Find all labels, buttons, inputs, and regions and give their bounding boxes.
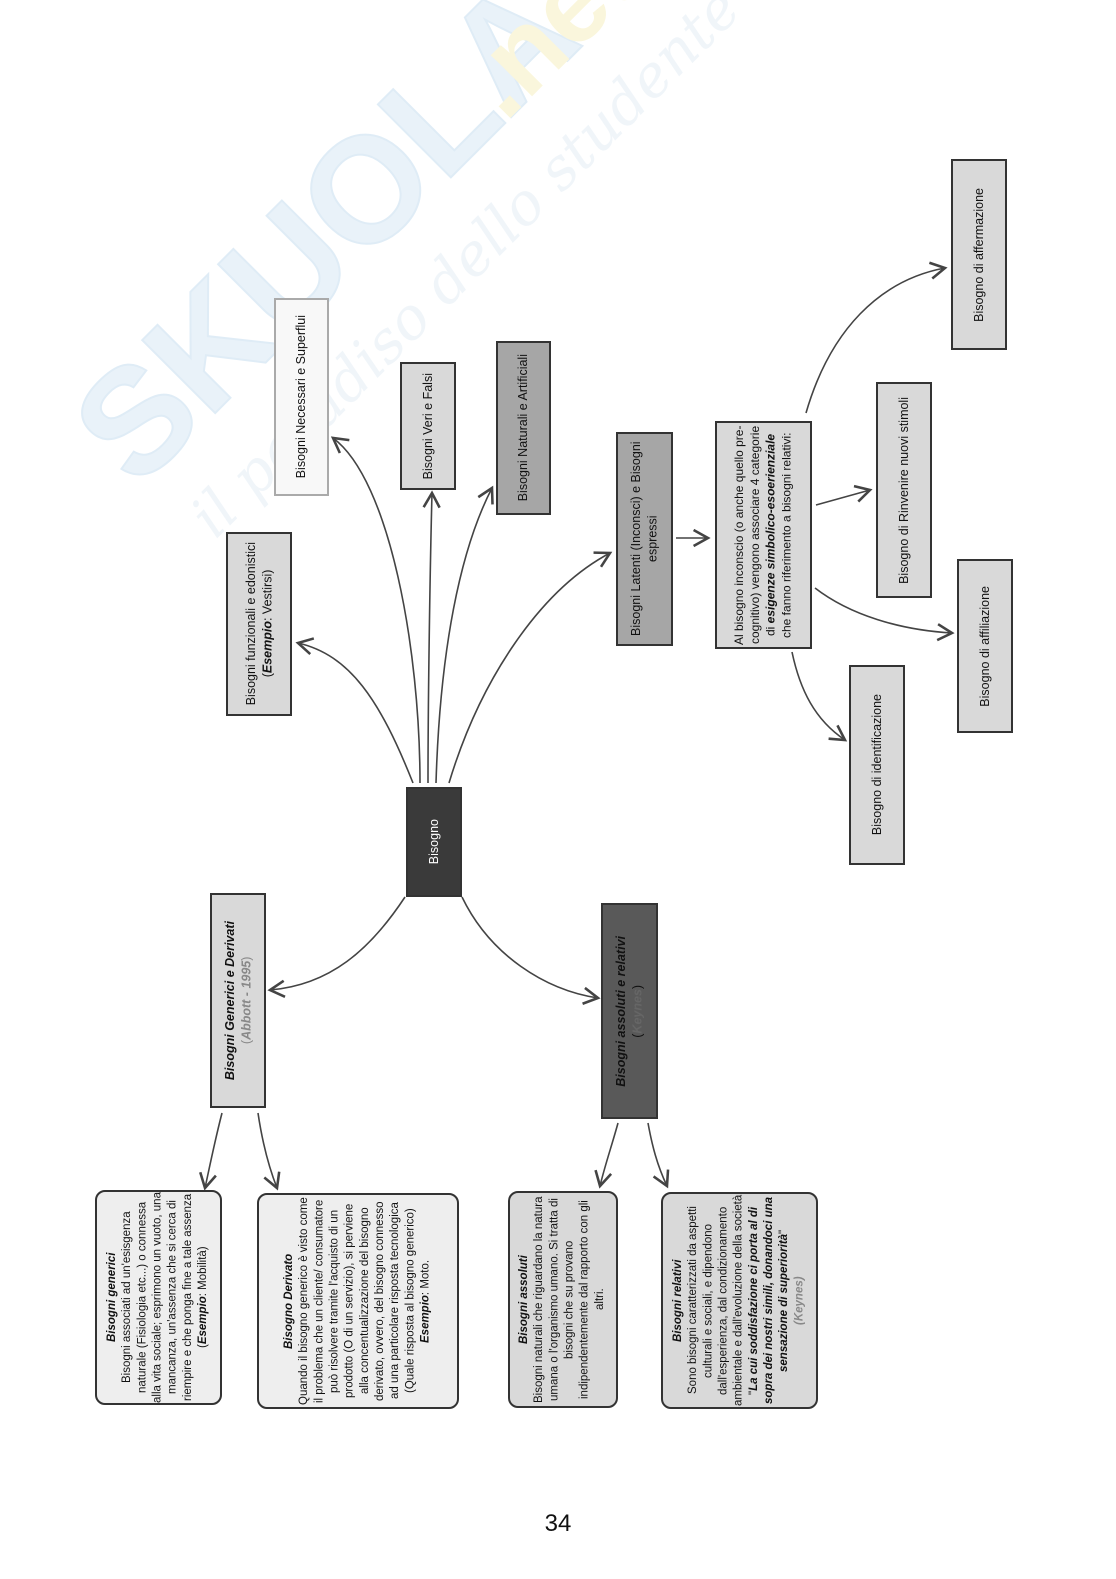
arrow-inconscio-affermazione	[805, 261, 948, 414]
arrow-root-generici-derivati	[267, 896, 406, 998]
assoluti-relativi-title: Bisogni assoluti e relativi	[614, 935, 628, 1087]
root-node-bisogno[interactable]: Bisogno	[406, 787, 462, 897]
node-bisogni-relativi[interactable]: Bisogni relativi Sono bisogni caratteriz…	[661, 1192, 818, 1409]
funzionali-label: Bisogni funzionali e edonistici	[243, 542, 258, 706]
generici-derivati-title: Bisogni Generici e Derivati	[222, 920, 237, 1081]
arrow-root-assoluti-relativi	[461, 896, 601, 1005]
generici-example-label: Esempio	[197, 1296, 210, 1345]
node-identificazione[interactable]: Bisogno di identificazione	[849, 665, 905, 865]
arrow-gd-derivato	[257, 1112, 281, 1191]
arrow-inconscio-stimoli	[815, 484, 873, 506]
arrow-root-necessari	[330, 436, 421, 784]
node-assoluti-relativi[interactable]: Bisogni assoluti e relativi (Keynes)	[601, 903, 658, 1119]
relativi-quote: La cui soddisfazione ci porta al di sopr…	[748, 1196, 791, 1405]
generici-example: : Mobilità)	[197, 1246, 210, 1297]
derivato-example: : Moto.	[419, 1259, 432, 1295]
necessari-label: Bisogni Necessari e Superflui	[294, 315, 309, 479]
inconscio-bold: esigenze simbolico-esoerienziale	[763, 433, 778, 624]
inconscio-text-b: che fanno riferimento a bisogni relativi…	[779, 432, 794, 638]
assoluti-relativi-source: Keynes	[630, 988, 645, 1034]
relativi-author: (Keynes)	[793, 1276, 806, 1325]
funzionali-example-label: Esempio	[260, 621, 274, 674]
node-veri-falsi[interactable]: Bisogni Veri e Falsi	[400, 362, 456, 490]
node-necessari-superflui[interactable]: Bisogni Necessari e Superflui	[274, 298, 329, 496]
arrow-root-veri	[422, 490, 441, 784]
assoluti-title: Bisogni assoluti	[518, 1255, 531, 1344]
root-label: Bisogno	[426, 819, 441, 865]
node-bisogni-assoluti[interactable]: Bisogni assoluti Bisogni naturali che ri…	[508, 1191, 618, 1408]
assoluti-text: Bisogni naturali che riguardano la natur…	[533, 1196, 607, 1403]
node-generici-derivati[interactable]: Bisogni Generici e Derivati (Abbott - 19…	[210, 893, 266, 1108]
naturali-label: Bisogni Naturali e Artificiali	[516, 354, 531, 502]
generici-title: Bisogni generici	[106, 1252, 119, 1343]
node-naturali-artificiali[interactable]: Bisogni Naturali e Artificiali	[496, 341, 551, 515]
arrow-inconscio-identificazione	[791, 651, 848, 742]
node-bisogno-inconscio[interactable]: Al bisogno inconscio (o anche quello pre…	[715, 421, 812, 649]
arrow-ar-relativi	[647, 1122, 670, 1189]
node-affermazione[interactable]: Bisogno di affermazione	[951, 159, 1007, 350]
funzionali-example: : Vestirsi)	[260, 570, 274, 622]
derivato-title: Bisogno Derivato	[283, 1253, 296, 1349]
arrow-inconscio-affiliazione	[814, 587, 955, 642]
node-bisogno-derivato[interactable]: Bisogno Derivato Quando il bisogno gener…	[257, 1193, 459, 1409]
arrow-ar-assoluti	[594, 1122, 619, 1189]
generici-derivati-source: Abbott - 1995	[239, 960, 253, 1041]
page-number: 34	[544, 1510, 572, 1537]
node-bisogni-generici[interactable]: Bisogni generici Bisogni associati ad un…	[95, 1190, 222, 1405]
affiliazione-label: Bisogno di affiliazione	[977, 585, 992, 707]
derivato-example-label: Esempio	[419, 1294, 432, 1343]
stimoli-label: Bisogno di Rinvenire nuovi stimoli	[896, 396, 911, 584]
identificazione-label: Bisogno di identificazione	[869, 694, 884, 836]
arrow-root-naturali	[435, 485, 494, 784]
arrow-root-latenti	[448, 551, 613, 784]
node-funzionali-edonistici[interactable]: Bisogni funzionali e edonistici (Esempio…	[226, 532, 292, 716]
latenti-label: Bisogni Latenti (Inconsci) e Bisogni esp…	[629, 441, 660, 637]
veri-label: Bisogni Veri e Falsi	[420, 372, 435, 480]
affermazione-label: Bisogno di affermazione	[971, 187, 986, 322]
node-latenti-espressi[interactable]: Bisogni Latenti (Inconsci) e Bisogni esp…	[616, 432, 673, 646]
node-affiliazione[interactable]: Bisogno di affiliazione	[957, 559, 1013, 733]
arrow-gd-generici	[199, 1112, 223, 1191]
node-nuovi-stimoli[interactable]: Bisogno di Rinvenire nuovi stimoli	[876, 382, 932, 598]
arrow-root-funzionali	[295, 637, 414, 784]
relativi-title: Bisogni relativi	[672, 1259, 685, 1342]
derivato-text: Quando il bisogno generico è visto come …	[298, 1197, 417, 1405]
